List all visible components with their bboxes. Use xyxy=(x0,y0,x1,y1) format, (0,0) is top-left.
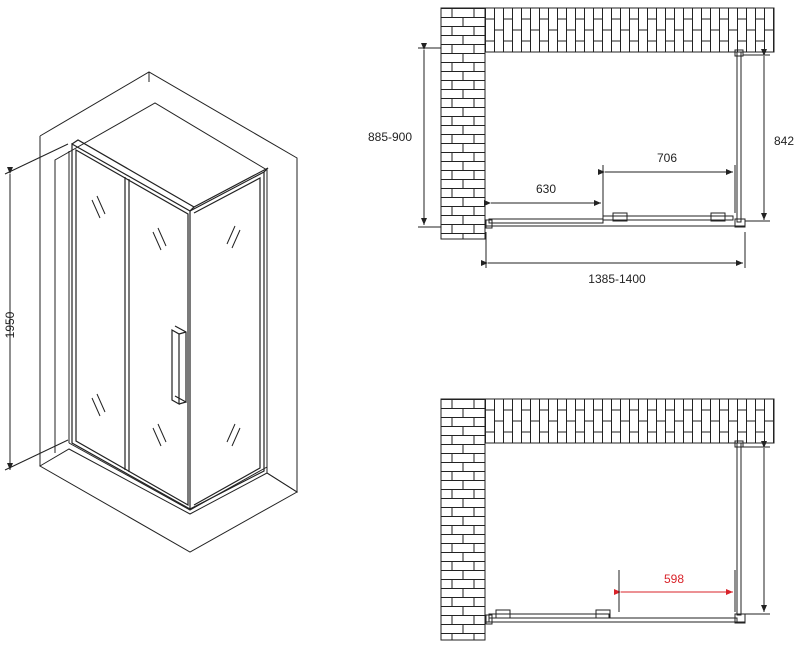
plan-top-depth-dimension: 885-900 xyxy=(368,43,441,228)
height-label: 1950 xyxy=(3,311,17,338)
opening-label: 598 xyxy=(664,572,684,586)
plan-top-front-panels xyxy=(485,212,746,229)
height-dimension: 1950 xyxy=(3,143,69,471)
plan-bottom-side-dimension xyxy=(743,441,770,615)
plan-top-door-dimension: 630 xyxy=(484,165,604,216)
iso-glass-reflections xyxy=(91,195,241,447)
height-extension-bottom xyxy=(4,439,69,471)
plan-top: 885-900 842 1385-1400 630 706 xyxy=(368,7,794,286)
iso-door-handle xyxy=(171,325,187,406)
plan-top-side-dimension: 842 xyxy=(743,49,794,222)
depth-label: 885-900 xyxy=(368,130,412,144)
fixed-label: 706 xyxy=(657,151,677,165)
plan-bottom-front-panels xyxy=(485,609,746,625)
plan-top-back-wall xyxy=(484,7,775,53)
plan-bottom-back-wall xyxy=(484,398,775,444)
width-label: 1385-1400 xyxy=(588,272,646,286)
plan-bottom-side-panel xyxy=(734,440,744,616)
plan-top-fixed-dimension: 706 xyxy=(598,151,736,213)
plan-bottom: 598 xyxy=(440,398,775,641)
door-label: 630 xyxy=(536,182,556,196)
iso-side-panel xyxy=(189,167,269,510)
plan-bottom-opening-dimension: 598 xyxy=(614,570,736,612)
iso-sliding-door xyxy=(71,139,195,511)
height-extension-top xyxy=(4,143,69,175)
plan-bottom-side-wall xyxy=(440,398,486,641)
plan-top-side-panel xyxy=(734,49,744,223)
plan-top-side-wall xyxy=(440,7,486,240)
plan-top-width-dimension: 1385-1400 xyxy=(481,232,746,286)
iso-view: 1950 xyxy=(3,71,298,553)
iso-wall xyxy=(39,71,298,553)
side-label: 842 xyxy=(774,134,794,148)
